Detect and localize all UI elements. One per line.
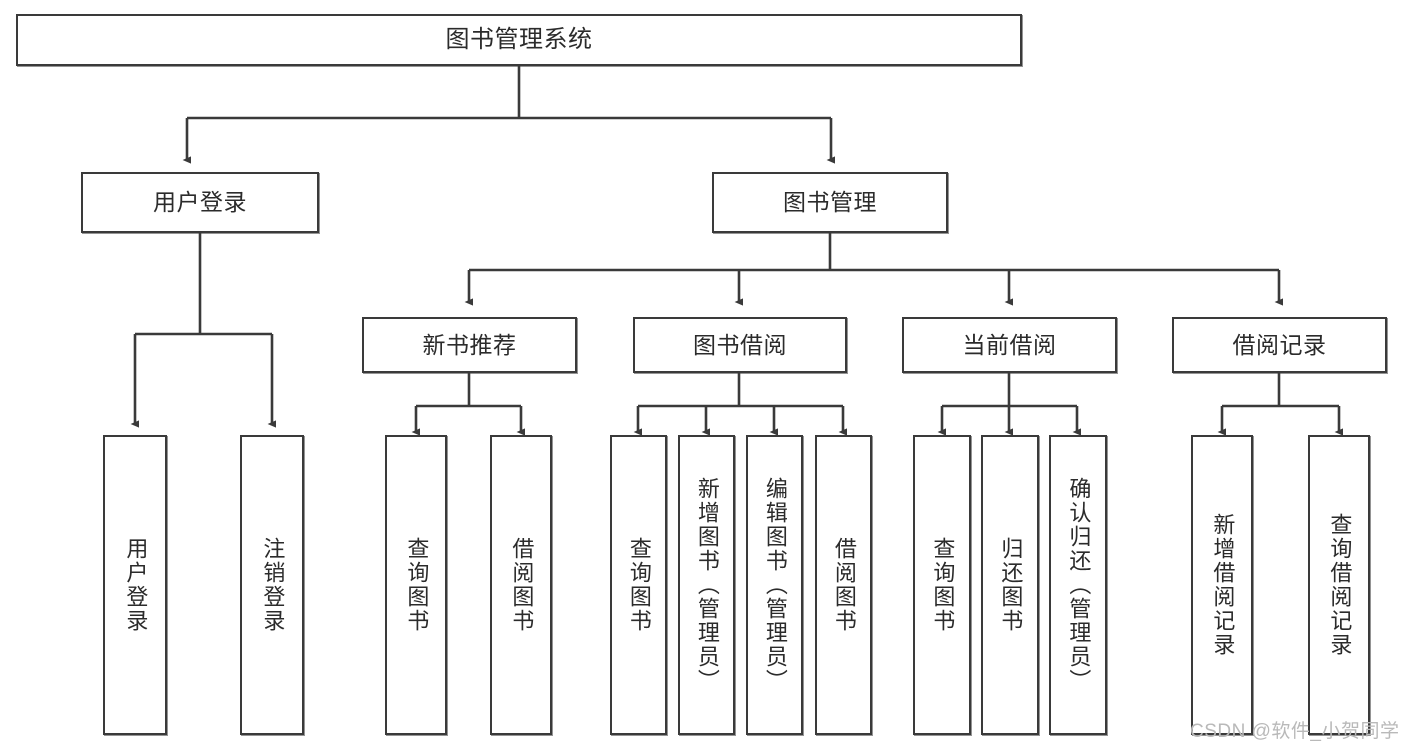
leaf-book-borrow-1[interactable]: 新增图书（管理员） — [678, 435, 735, 735]
node-label: 确认归还（管理员） — [1066, 477, 1092, 693]
node-label: 用户登录 — [153, 189, 247, 216]
node-label: 图书借阅 — [693, 331, 787, 358]
leaf-current-borrow-0[interactable]: 查询图书 — [913, 435, 971, 735]
leaf-book-borrow-0[interactable]: 查询图书 — [610, 435, 667, 735]
node-label: 查询图书 — [930, 537, 956, 633]
leaf-borrow-record-0[interactable]: 新增借阅记录 — [1191, 435, 1253, 735]
watermark-text: CSDN @软件_小贺同学 — [1190, 721, 1400, 742]
node-label: 查询图书 — [404, 537, 430, 633]
node-root-book-management-system[interactable]: 图书管理系统 — [16, 14, 1022, 66]
node-label: 图书管理 — [783, 189, 877, 216]
node-label: 借阅记录 — [1232, 331, 1327, 358]
leaf-current-borrow-1[interactable]: 归还图书 — [981, 435, 1039, 735]
node-book-borrow[interactable]: 图书借阅 — [633, 317, 847, 373]
node-label: 新增图书（管理员） — [694, 477, 720, 693]
leaf-user-login-1[interactable]: 注销登录 — [240, 435, 304, 735]
node-book-management[interactable]: 图书管理 — [712, 172, 948, 233]
node-new-book-recommend[interactable]: 新书推荐 — [362, 317, 577, 373]
node-label: 查询借阅记录 — [1327, 513, 1353, 657]
node-label: 图书管理系统 — [445, 26, 593, 54]
leaf-book-borrow-2[interactable]: 编辑图书（管理员） — [746, 435, 803, 735]
leaf-new-book-recommend-0[interactable]: 查询图书 — [385, 435, 447, 735]
leaf-user-login-0[interactable]: 用户登录 — [103, 435, 167, 735]
leaf-new-book-recommend-1[interactable]: 借阅图书 — [490, 435, 552, 735]
node-label: 查询图书 — [626, 537, 652, 633]
leaf-book-borrow-3[interactable]: 借阅图书 — [815, 435, 872, 735]
node-label: 新增借阅记录 — [1210, 513, 1236, 657]
node-borrow-record[interactable]: 借阅记录 — [1172, 317, 1387, 373]
node-label: 新书推荐 — [422, 331, 517, 358]
node-label: 当前借阅 — [962, 331, 1057, 358]
node-label: 编辑图书（管理员） — [762, 477, 788, 693]
node-label: 借阅图书 — [509, 537, 535, 633]
node-label: 注销登录 — [260, 537, 286, 633]
node-label: 用户登录 — [123, 537, 149, 633]
node-label: 归还图书 — [998, 537, 1024, 633]
leaf-current-borrow-2[interactable]: 确认归还（管理员） — [1049, 435, 1107, 735]
leaf-borrow-record-1[interactable]: 查询借阅记录 — [1308, 435, 1370, 735]
node-label: 借阅图书 — [831, 537, 857, 633]
node-user-login[interactable]: 用户登录 — [81, 172, 319, 233]
node-current-borrow[interactable]: 当前借阅 — [902, 317, 1117, 373]
